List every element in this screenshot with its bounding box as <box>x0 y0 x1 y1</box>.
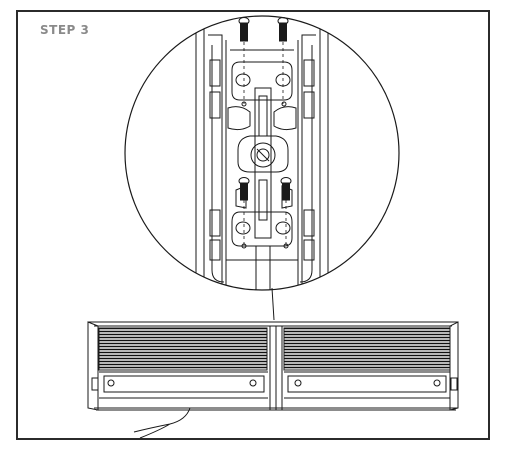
screw-top-left <box>238 17 250 42</box>
right-louvre-panel <box>283 327 451 371</box>
screw-lower-right <box>280 177 292 201</box>
air-curtain-unit <box>87 321 459 411</box>
right-bracket-rail <box>299 25 329 290</box>
page-frame <box>16 10 490 440</box>
step-label: STEP 3 <box>40 23 90 37</box>
power-cable <box>133 407 191 439</box>
detail-leader-line <box>271 287 275 321</box>
upper-mounting-plate <box>227 61 297 131</box>
left-louvre-panel <box>98 327 268 371</box>
screw-top-right <box>277 17 289 42</box>
detail-magnifier <box>124 15 400 291</box>
screw-lower-left <box>238 177 250 201</box>
left-bracket-rail <box>195 25 225 290</box>
screw-guide-lines <box>243 42 287 246</box>
center-bar <box>237 87 289 239</box>
